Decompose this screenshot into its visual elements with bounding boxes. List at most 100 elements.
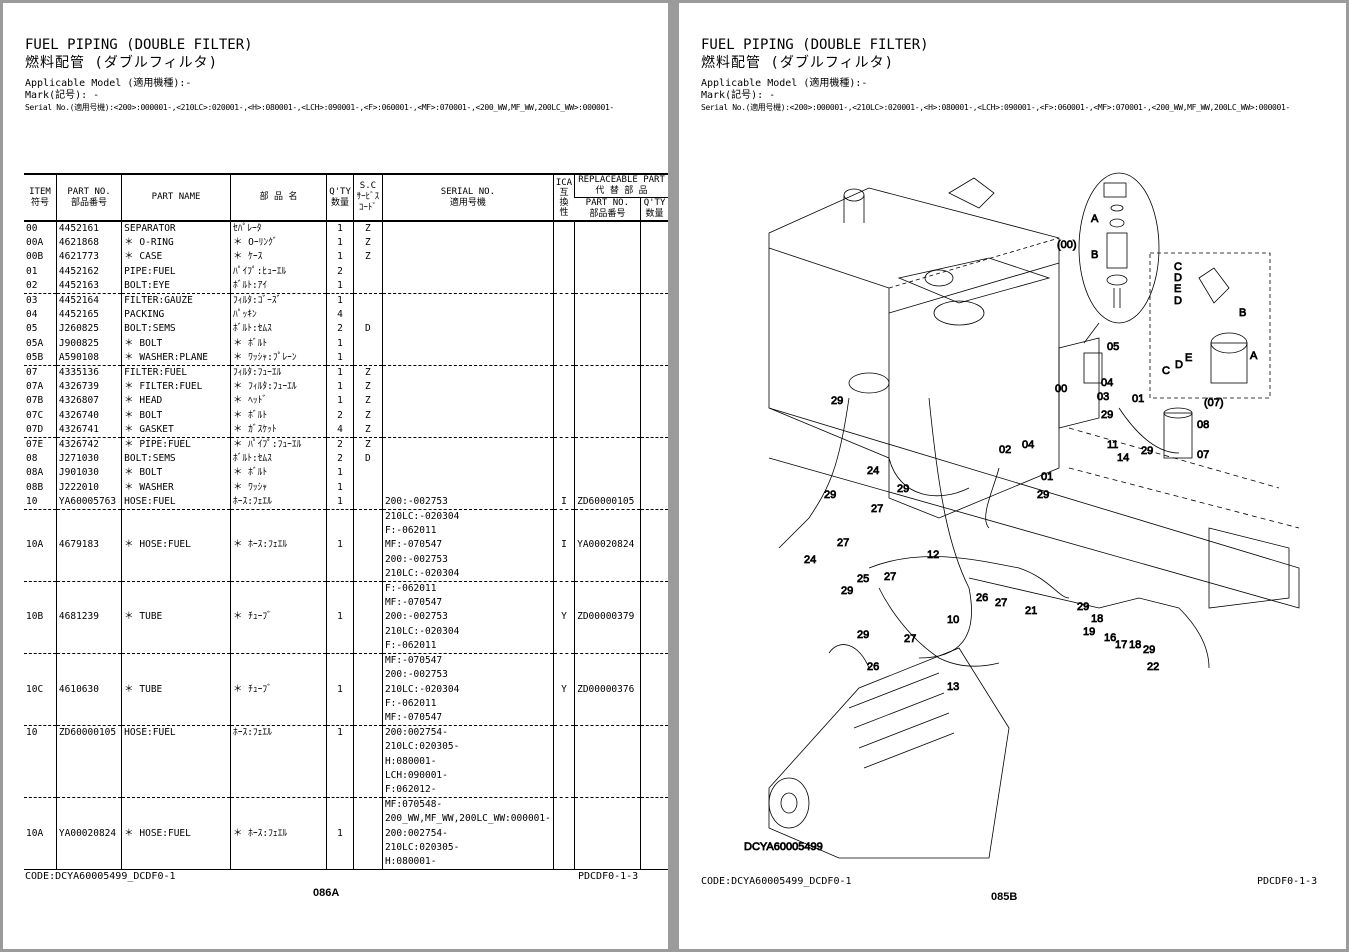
cell-part-name: ＊ HOSE:FUEL bbox=[121, 509, 231, 582]
cell-replaceable-qty bbox=[640, 494, 668, 510]
serial-line: H:080001- bbox=[384, 755, 437, 767]
cell-serial-no bbox=[381, 422, 554, 438]
diagram-callout: (00) bbox=[1057, 239, 1077, 251]
cell-item: 00A bbox=[26, 237, 44, 249]
cell-part-no: 4452162 bbox=[55, 264, 122, 279]
cell-replaceable-qty bbox=[640, 380, 668, 395]
cell-replaceable-qty bbox=[640, 581, 668, 654]
cell-qty: 1 bbox=[326, 250, 354, 265]
diagram-callout: 04 bbox=[1022, 439, 1034, 451]
cell-item: 02 bbox=[26, 279, 38, 291]
cell-qty: 1 bbox=[326, 236, 354, 251]
cell-part-name: ＊ PIPE:FUEL bbox=[121, 437, 231, 453]
cell-replaceable-part-no bbox=[574, 437, 641, 453]
cell-japanese-name: ＊ ﾎﾞﾙﾄ bbox=[229, 408, 327, 423]
cell-serial-no bbox=[381, 466, 554, 481]
cell-part-no: 4610630 bbox=[55, 653, 122, 726]
cell-ica bbox=[552, 322, 575, 337]
diagram-callout: 24 bbox=[867, 465, 879, 477]
diagram-callout: 29 bbox=[841, 585, 853, 597]
cell-serial-no bbox=[381, 408, 554, 423]
cell-japanese-name: ＊ ﾊﾟｲﾌﾟ:ﾌｭｰｴﾙ bbox=[229, 437, 327, 453]
cell-ica bbox=[552, 221, 575, 237]
cell-service-code bbox=[352, 653, 383, 726]
cell-item: 07C bbox=[26, 409, 44, 421]
cell-serial-no bbox=[381, 250, 554, 265]
cell-japanese-name: ﾊﾟｯｷﾝ bbox=[229, 308, 327, 323]
cell-service-code bbox=[352, 480, 383, 495]
cell-replaceable-qty bbox=[640, 278, 668, 294]
diagram-callout: 29 bbox=[824, 489, 836, 501]
diagram-callout: E bbox=[1174, 283, 1181, 295]
cell-replaceable-qty bbox=[640, 394, 668, 409]
cell-service-code: D bbox=[352, 452, 383, 467]
cell-qty: 4 bbox=[326, 422, 354, 438]
diagram-callout: E bbox=[1185, 352, 1192, 364]
cell-japanese-name: ｾﾊﾟﾚｰﾀ bbox=[229, 221, 327, 237]
cell-item: 04 bbox=[26, 309, 38, 321]
cell-part-name: BOLT:SEMS bbox=[121, 322, 231, 337]
cell-ica: Y bbox=[552, 653, 575, 726]
cell-qty: 1 bbox=[326, 278, 354, 294]
cell-ica bbox=[552, 466, 575, 481]
cell-part-no: 4679183 bbox=[55, 509, 122, 582]
diagram-callout: D bbox=[1174, 272, 1182, 284]
serial-line: F:062012- bbox=[384, 783, 437, 795]
cell-replaceable-qty bbox=[640, 466, 668, 481]
cell-serial-no bbox=[381, 452, 554, 467]
cell-serial-no bbox=[381, 293, 554, 309]
cell-item: 05B bbox=[26, 351, 44, 363]
cell-japanese-name: ＊ ﾌｨﾙﾀ:ﾌｭｰｴﾙ bbox=[229, 380, 327, 395]
cell-replaceable-part-no bbox=[574, 350, 641, 366]
cell-item: 10B bbox=[24, 581, 57, 654]
diagram-callout: 29 bbox=[1141, 445, 1153, 457]
serial-line: 200_WW,MF_WW,200LC_WW:000001- bbox=[384, 813, 551, 825]
cell-japanese-name: ﾎｰｽ:ﾌｪｴﾙ bbox=[229, 494, 327, 510]
cell-japanese-name: ﾌｨﾙﾀ:ｺﾞｰｽﾞ bbox=[229, 293, 327, 309]
cell-replaceable-qty bbox=[640, 336, 668, 351]
cell-qty: 1 bbox=[326, 466, 354, 481]
cell-replaceable-qty bbox=[640, 264, 668, 279]
cell-item: 07E bbox=[24, 437, 57, 453]
cell-japanese-name: ＊ ﾁｭｰﾌﾞ bbox=[229, 581, 327, 654]
cell-replaceable-part-no: ZD60000105 bbox=[574, 494, 641, 510]
cell-serial-no bbox=[381, 365, 554, 381]
serial-line: F:-062011 bbox=[384, 583, 437, 595]
cell-qty: 1 bbox=[326, 653, 354, 726]
cell-item: 10A bbox=[24, 797, 57, 871]
cell-item: 07B bbox=[26, 395, 44, 407]
cell-replaceable-qty bbox=[640, 350, 668, 366]
cell-qty: 1 bbox=[326, 365, 354, 381]
cell-replaceable-qty bbox=[640, 653, 668, 726]
cell-item: 07 bbox=[24, 365, 57, 381]
title-japanese: 燃料配管 (ダブルフィルタ) bbox=[25, 55, 219, 71]
cell-serial-no bbox=[381, 336, 554, 351]
right-header: FUEL PIPING (DOUBLE FILTER) 燃料配管 (ダブルフィル… bbox=[701, 37, 1290, 113]
cell-part-no: YA60005763 bbox=[55, 494, 122, 510]
cell-replaceable-qty bbox=[640, 480, 668, 495]
diagram-callout: 27 bbox=[995, 597, 1007, 609]
cell-qty: 1 bbox=[326, 221, 354, 237]
header-japanese-name: 部 品 名 bbox=[229, 173, 327, 222]
cell-replaceable-part-no: ZD00000376 bbox=[574, 653, 641, 726]
cell-part-name: ＊ FILTER:FUEL bbox=[121, 380, 231, 395]
serial-line: F:-062011 bbox=[384, 697, 437, 709]
cell-replaceable-part-no bbox=[574, 365, 641, 381]
diagram-callout: 12 bbox=[927, 549, 939, 561]
fuel-hose-29 bbox=[985, 467, 1000, 529]
cell-japanese-name: ＊ ｹｰｽ bbox=[229, 250, 327, 265]
cell-japanese-name: ＊ ﾎｰｽ:ﾌｪｴﾙ bbox=[229, 509, 327, 582]
mark: Mark(記号): - bbox=[701, 90, 776, 101]
cell-japanese-name: ﾎﾞﾙﾄ:ｱｲ bbox=[229, 278, 327, 294]
